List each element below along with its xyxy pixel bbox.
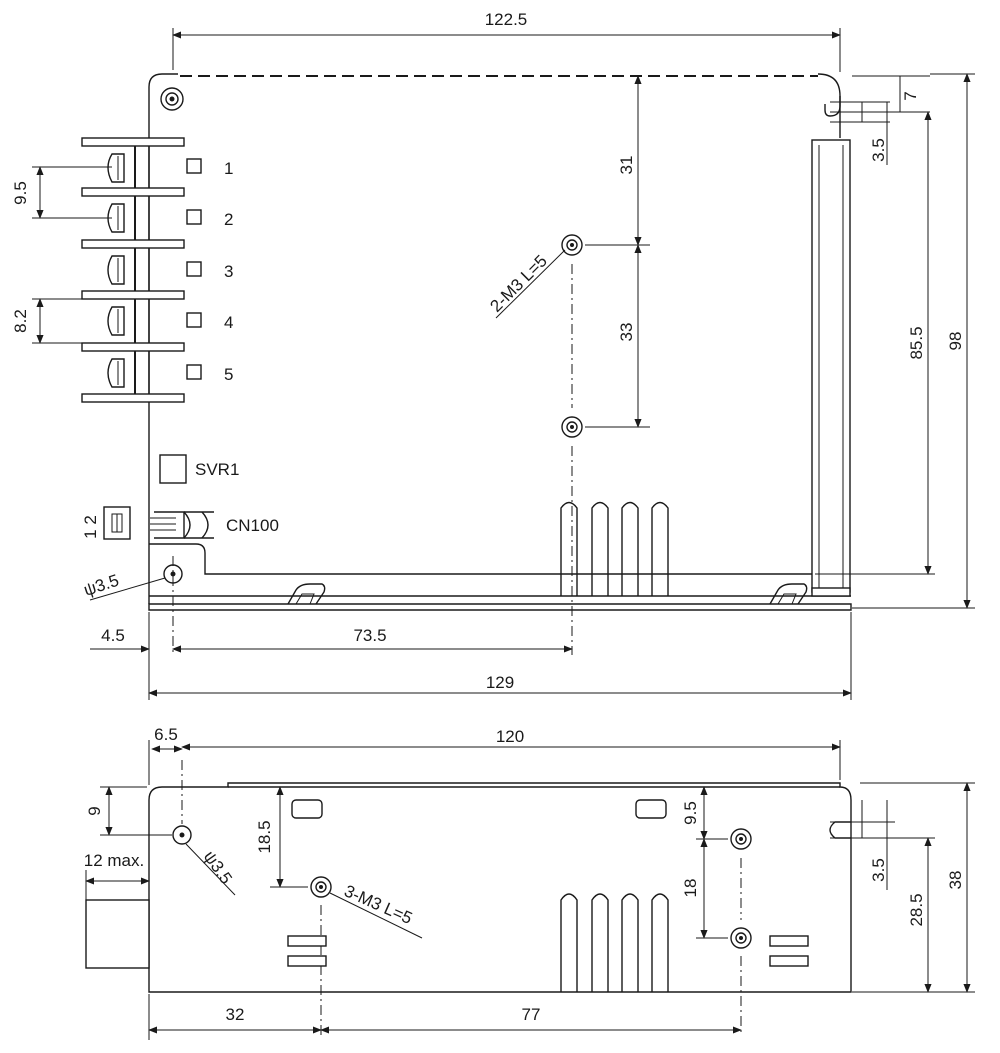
terminal-screw-icon <box>107 153 125 183</box>
side-vent-fins <box>560 893 669 992</box>
dim-terminal-pitch: 9.5 <box>11 166 112 219</box>
svg-text:7: 7 <box>901 91 920 100</box>
side-vent-slot <box>291 799 323 819</box>
svg-text:98: 98 <box>946 332 965 351</box>
svr1-label: SVR1 <box>195 460 239 479</box>
svg-text:9.5: 9.5 <box>11 181 30 205</box>
terminal-label-1: 1 <box>224 159 233 178</box>
dim-side-width: 120 <box>181 727 841 780</box>
dim-heatsink-height: 85.5 <box>815 111 935 575</box>
side-vent-bar <box>287 955 327 967</box>
side-terminal-protrusion <box>85 899 150 969</box>
side-right-hole-upper-icon <box>730 828 752 850</box>
side-mount-callout: 3-M3 L=5 <box>341 881 415 928</box>
svg-text:9.5: 9.5 <box>681 801 700 825</box>
svg-text:85.5: 85.5 <box>907 326 926 359</box>
svg-text:73.5: 73.5 <box>353 626 386 645</box>
top-mount-hole-lower-icon <box>561 416 583 438</box>
dim-mount-x: 73.5 <box>172 626 573 653</box>
svg-text:18: 18 <box>681 879 700 898</box>
svg-text:12 max.: 12 max. <box>84 851 144 870</box>
dim-side-slot-height: 28.5 <box>907 837 932 993</box>
terminal-block: 1 2 3 4 5 <box>81 137 233 403</box>
terminal-label-2: 2 <box>224 210 233 229</box>
side-vent-bar <box>287 935 327 947</box>
dim-side-right-hole-spacing: 18 <box>681 838 728 939</box>
dim-overall-width: 129 <box>148 612 852 700</box>
side-hole-dia-callout: ψ3.5 <box>200 847 236 887</box>
svg-text:3.5: 3.5 <box>869 138 888 162</box>
svg-text:129: 129 <box>486 673 514 692</box>
side-vent-bar <box>769 955 809 967</box>
side-chassis-outline <box>148 782 852 993</box>
terminal-screw-icon <box>107 203 125 233</box>
side-right-slot <box>829 821 851 839</box>
terminal-screw-icon <box>107 255 125 285</box>
terminal-screw-icon <box>107 358 125 388</box>
dim-side-hole-offset: 6.5 <box>148 725 183 785</box>
dim-side-mount-x-right: 77 <box>320 1005 742 1034</box>
terminal-label-4: 4 <box>224 313 233 332</box>
svg-text:6.5: 6.5 <box>154 725 178 744</box>
side-view: ψ3.5 3-M3 L=5 <box>84 725 975 1040</box>
svr1-potentiometer: SVR1 <box>159 454 239 484</box>
side-left-hole-icon <box>172 760 192 845</box>
svg-text:18.5: 18.5 <box>255 820 274 853</box>
side-right-hole-lower-icon <box>730 927 752 949</box>
svg-text:122.5: 122.5 <box>485 10 528 29</box>
dim-side-slot-width: 3.5 <box>830 800 935 890</box>
dim-side-hole-top: 9 <box>85 786 172 836</box>
side-vent-slot <box>635 799 667 819</box>
dim-slot-top: 7 <box>852 75 930 113</box>
dim-terminal-gap: 8.2 <box>11 298 112 344</box>
cn100-pins-label: 1 2 <box>81 515 100 539</box>
top-foot-clip-right <box>769 583 808 605</box>
svg-text:8.2: 8.2 <box>11 309 30 333</box>
svg-text:77: 77 <box>522 1005 541 1024</box>
dim-slot-width: 3.5 <box>830 101 890 165</box>
cn100-connector: 1 2 CN100 <box>81 506 279 540</box>
top-mount-hole-upper-icon <box>561 234 583 256</box>
svg-text:28.5: 28.5 <box>907 893 926 926</box>
top-view: 1 2 3 4 5 SVR1 1 2 CN100 <box>11 10 975 700</box>
top-hole-dia-callout: ψ3.5 <box>81 571 121 600</box>
side-mount-hole-left-icon <box>310 876 332 898</box>
svg-text:120: 120 <box>496 727 524 746</box>
top-vent-fins <box>560 501 669 596</box>
svg-text:31: 31 <box>617 156 636 175</box>
dim-side-mount-height: 18.5 <box>255 786 308 888</box>
dim-top-width: 122.5 <box>172 10 841 72</box>
svg-text:4.5: 4.5 <box>101 626 125 645</box>
top-heatsink-bar <box>811 139 851 597</box>
top-chassis-outline <box>148 73 852 611</box>
terminal-label-5: 5 <box>224 365 233 384</box>
svg-text:3.5: 3.5 <box>869 858 888 882</box>
top-foot-clip-left <box>287 583 326 605</box>
side-vent-bar <box>769 935 809 947</box>
top-mount-callout: 2-M3 L=5 <box>486 251 551 316</box>
terminal-screw-icon <box>107 306 125 336</box>
dim-side-right-hole-top: 9.5 <box>681 786 728 840</box>
dim-mount-spacing: 33 <box>617 244 642 428</box>
dim-hole-offset: 4.5 <box>90 612 190 700</box>
top-bottom-left-hole-icon <box>163 556 183 655</box>
svg-text:38: 38 <box>946 871 965 890</box>
top-left-screw-icon <box>160 87 184 111</box>
terminal-label-3: 3 <box>224 262 233 281</box>
cn100-label: CN100 <box>226 516 279 535</box>
dim-side-overall-height: 38 <box>852 782 975 993</box>
svg-text:32: 32 <box>226 1005 245 1024</box>
dim-mount-top: 31 <box>617 75 642 246</box>
dim-overall-height: 98 <box>852 73 975 609</box>
dim-side-mount-x-left: 32 <box>148 994 322 1040</box>
dim-terminal-protrusion: 12 max. <box>84 851 150 900</box>
svg-text:33: 33 <box>617 323 636 342</box>
svg-text:9: 9 <box>85 806 104 815</box>
